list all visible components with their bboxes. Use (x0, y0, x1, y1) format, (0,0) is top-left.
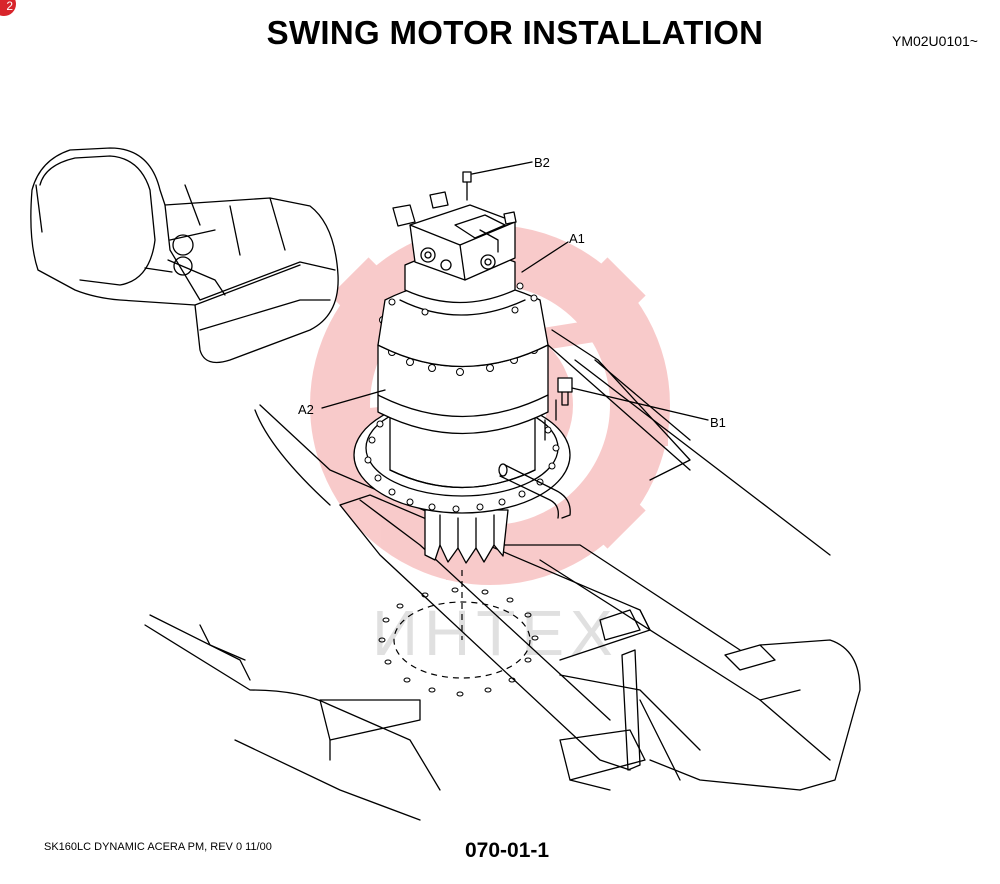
callout-b2: B2 (534, 155, 550, 170)
serial-code: YM02U0101~ (891, 33, 978, 49)
page-number: 070-01-1 (465, 839, 550, 862)
callout-b1: B1 (710, 415, 726, 430)
swing-motor (353, 171, 573, 564)
frame-structure (144, 329, 861, 821)
mounting-hole-circle (378, 570, 539, 697)
inset-upper-structure (30, 147, 339, 364)
footer-model-revision: SK160LC DYNAMIC ACERA PM, REV 0 11/00 (44, 841, 272, 853)
leader-lines (321, 161, 709, 421)
watermark-text: ИНТЕХ (372, 597, 619, 669)
page-title: SWING MOTOR INSTALLATION (266, 14, 764, 51)
callout-a2: A2 (298, 402, 314, 417)
badge-number: 2 (6, 0, 13, 13)
page-badge: 2 (0, 0, 16, 16)
callout-a1: A1 (569, 231, 585, 246)
